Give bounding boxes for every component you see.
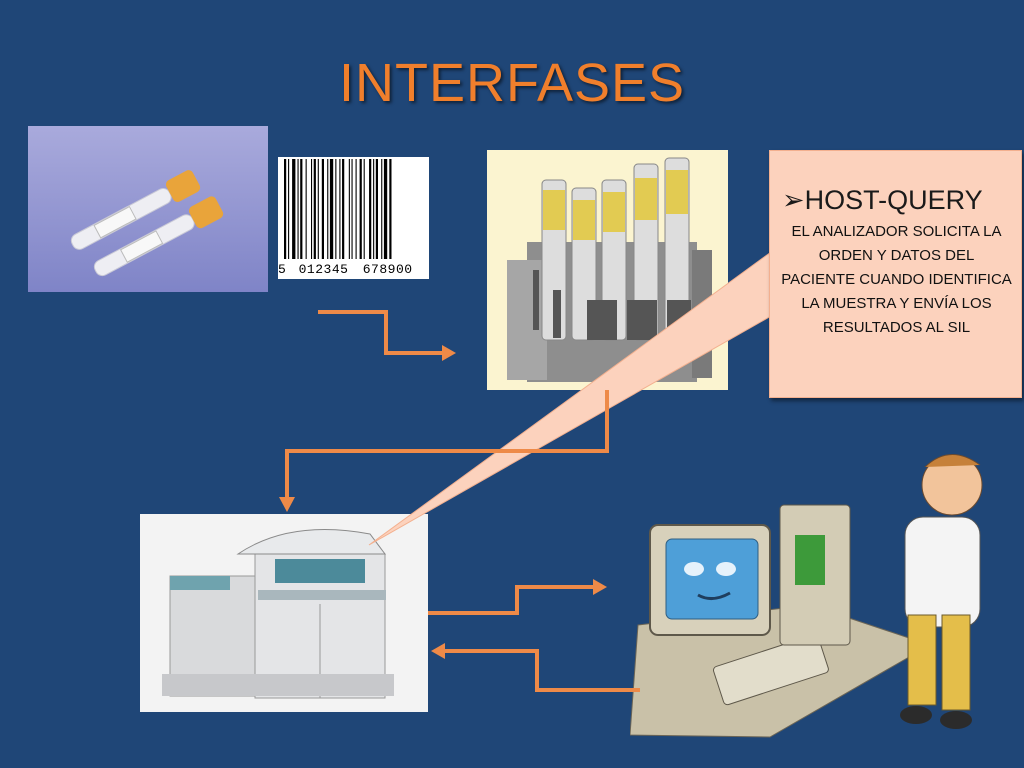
callout-body-text: EL ANALIZADOR SOLICITA LA ORDEN Y DATOS …	[781, 223, 1012, 336]
bullet-arrow-icon: ➢	[782, 185, 805, 215]
arrow-rack-to-analyzer	[285, 390, 609, 500]
sample-rack-image	[487, 150, 728, 390]
slide-title: INTERFASES	[338, 53, 686, 113]
callout-heading: ➢HOST-QUERY	[780, 185, 1013, 216]
arrow-head-to-analyzer	[279, 497, 295, 512]
lab-analyzer-image	[140, 514, 428, 712]
arrow-computer-to-analyzer	[442, 649, 640, 692]
callout-heading-text: HOST-QUERY	[804, 185, 983, 215]
arrow-head-to-rack	[442, 345, 456, 361]
barcode-group-2: 678900	[362, 262, 413, 277]
barcode-lead-digit: 5	[278, 262, 287, 277]
host-query-callout: ➢HOST-QUERY EL ANALIZADOR SOLICITA LA OR…	[769, 150, 1022, 398]
blood-tubes-image	[28, 126, 268, 292]
barcode-number: 5 012345 678900	[278, 262, 429, 277]
doctor-computer-image	[630, 445, 1015, 740]
arrow-tubes-to-rack	[318, 310, 446, 355]
arrow-head-back-to-analyzer	[431, 643, 445, 659]
barcode-image	[278, 157, 429, 279]
barcode-group-1: 012345	[298, 262, 349, 277]
barcode-bars	[284, 159, 392, 259]
arrow-analyzer-to-computer	[428, 585, 596, 615]
arrow-head-to-computer	[593, 579, 607, 595]
